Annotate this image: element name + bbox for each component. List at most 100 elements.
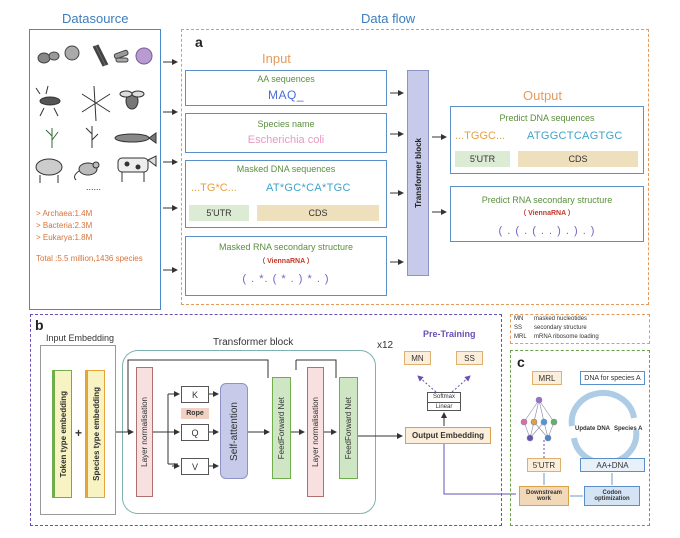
q-box: Q <box>181 424 209 441</box>
residual-1 <box>127 359 269 432</box>
dna-species-label: DNA for species A <box>584 374 641 382</box>
species-a-text: Species A <box>614 426 643 432</box>
update-cycle-arrows <box>568 389 640 458</box>
network-icon <box>520 396 558 442</box>
aa-sequences-box <box>185 70 387 106</box>
mrl-label: MRL <box>538 373 556 383</box>
microbe-icons <box>37 44 153 67</box>
aa-sequence-text: MAQ_ <box>267 88 304 102</box>
top-transformer-block: Transformer block <box>407 70 429 276</box>
output-title: Output <box>523 88 563 103</box>
output-utr-tag: 5'UTR <box>455 151 510 167</box>
species-title: Species name <box>257 119 315 129</box>
legend-desc: mRNA ribosome loading <box>534 334 599 340</box>
panel-c-label: c <box>517 354 525 370</box>
output-embedding-label: Output Embedding <box>412 431 484 440</box>
embedding-plus: + <box>75 426 83 440</box>
legend-abbr: MN <box>514 316 524 322</box>
output-cds-tag: CDS <box>518 151 638 167</box>
softmax-linear-box: Softmax Linear <box>427 392 461 411</box>
more-dots: ...... <box>86 182 102 192</box>
linear-to-mn <box>417 375 437 393</box>
mammal-icons <box>35 155 157 183</box>
species-value: Escherichia coli <box>247 134 325 146</box>
organism-icons <box>35 44 157 183</box>
panel-b-label: b <box>35 317 44 333</box>
linear-to-ss <box>451 375 471 393</box>
legend-desc: secondary structure <box>534 325 587 331</box>
rope-label: Rope <box>186 410 204 417</box>
layer-norm-2: Layer normalisation <box>307 367 324 497</box>
datasource-stats: > Archaea:1.4M > Bacteria:2.3M > Eukarya… <box>36 208 92 244</box>
panel-c-arrows <box>543 440 613 497</box>
codon-label: Codon optimization <box>594 490 630 502</box>
softmax-label: Softmax <box>428 393 460 403</box>
input-embedding-box <box>40 345 116 515</box>
predict-rna-value: ( . ( . ( . . ) . ) . ) <box>498 225 596 237</box>
q-label: Q <box>191 427 199 438</box>
input-embedding-title: Input Embedding <box>46 333 115 343</box>
output-cds-label: CDS <box>568 154 588 164</box>
v-label: V <box>191 461 198 472</box>
dataflow-title: Data flow <box>361 11 416 26</box>
codon-box: Codon optimization <box>584 486 640 506</box>
aa-sequences-value: MAQ_ <box>185 88 387 102</box>
token-embedding-box: Token type embedding <box>52 370 72 498</box>
residual-2 <box>295 359 337 378</box>
k-box: K <box>181 386 209 403</box>
downstream-label: Downstream work <box>525 490 562 502</box>
legend-item: MRL mRNA ribosome loading <box>514 333 599 342</box>
insect-icons <box>35 85 145 122</box>
ss-label: SS <box>464 353 475 363</box>
downstream-box: Downstream work <box>519 486 569 506</box>
predict-dna-left: ...TGGC... <box>455 130 506 142</box>
c-utr-box: 5'UTR <box>527 458 561 472</box>
datasource-panel <box>29 29 161 310</box>
input-cds-label: CDS <box>308 208 328 218</box>
masked-dna-left: ...TG*C... <box>191 182 237 194</box>
legend-box <box>510 314 650 344</box>
species-box <box>185 113 387 153</box>
rope-box: Rope <box>181 408 209 419</box>
aa-dna-label: AA+DNA <box>596 460 629 470</box>
predict-dna-box <box>450 106 644 174</box>
input-utr-label: 5'UTR <box>206 208 232 218</box>
masked-rna-value: ( . *. ( * . ) * . ) <box>242 273 330 285</box>
input-cds-tag: CDS <box>257 205 379 221</box>
dataflow-panel <box>181 29 649 305</box>
masked-rna-box <box>185 236 387 296</box>
predict-rna-title: Predict RNA secondary structure <box>481 195 613 205</box>
datasource-total: Total :5.5 million,1436 species <box>36 254 143 263</box>
linear-label: Linear <box>435 404 453 410</box>
panel-b <box>30 314 502 526</box>
pretraining-title: Pre-Training <box>423 329 476 339</box>
panel-b-arrows <box>116 359 516 495</box>
masked-dna-right: AT*GC*CA*TGC <box>266 182 351 194</box>
masked-dna-box <box>185 160 387 228</box>
panel-c-graphics: Update DNA Species A <box>520 389 643 458</box>
input-utr-tag: 5'UTR <box>189 205 249 221</box>
species-embedding-box: Species type embedding <box>85 370 105 498</box>
output-utr-label: 5'UTR <box>469 154 496 164</box>
ffn-1: FeedForward Net <box>272 377 291 479</box>
predict-rna-box <box>450 186 644 242</box>
mrl-box: MRL <box>532 371 562 385</box>
c-utr-label: 5'UTR <box>532 460 556 470</box>
v-box: V <box>181 458 209 475</box>
panel-c <box>510 350 650 526</box>
self-attention-box: Self-attention <box>220 383 248 479</box>
aa-dna-box: AA+DNA <box>580 458 645 472</box>
plant-fish-icons <box>45 126 157 148</box>
input-title: Input <box>262 51 291 66</box>
predict-dna-title: Predict DNA sequences <box>499 113 595 123</box>
masked-rna-title: Masked RNA secondary structure <box>218 242 354 252</box>
repeat-label: x12 <box>377 340 394 351</box>
output-embedding-box: Output Embedding <box>405 427 491 444</box>
stat-eukarya: > Eukarya:1.8M <box>36 233 93 242</box>
stat-archaea: > Archaea:1.4M <box>36 209 93 218</box>
mn-box: MN <box>404 351 431 365</box>
legend-abbr: MRL <box>514 334 527 340</box>
top-arrows <box>163 59 447 273</box>
